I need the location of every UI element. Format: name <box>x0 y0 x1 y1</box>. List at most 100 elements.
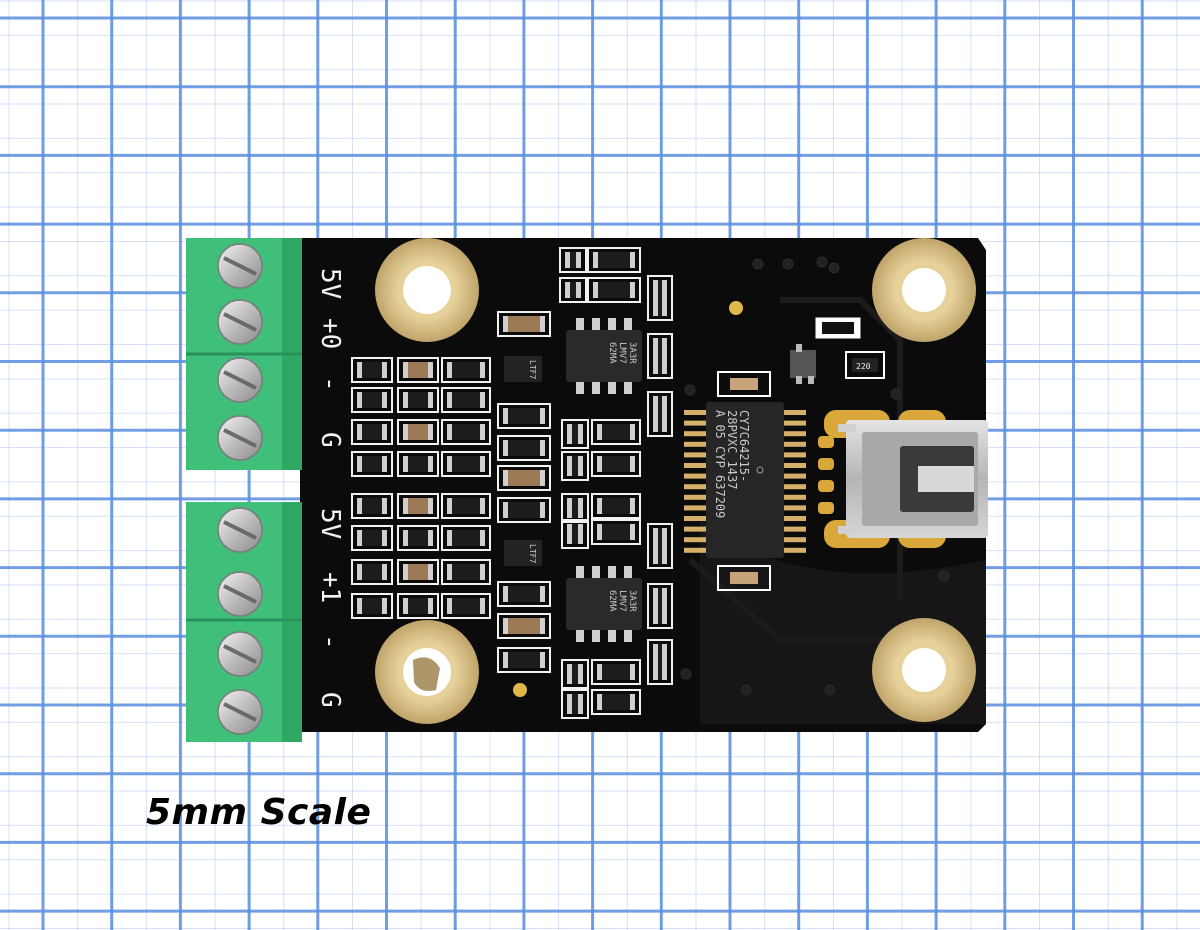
main-chip-line2: 28PVXC 1437 <box>725 410 739 489</box>
chip-pin <box>782 494 806 500</box>
main-chip-line1: CY7C64215- <box>737 410 751 482</box>
smd-component <box>591 519 641 545</box>
pcb-via <box>782 258 794 270</box>
chip-pin <box>684 516 708 521</box>
chip-pin <box>684 473 708 479</box>
smd-component <box>441 493 491 519</box>
smd-component <box>441 525 491 551</box>
capacitor-near-chip-bottom <box>717 565 771 591</box>
smd-component <box>591 451 641 477</box>
chip-pin <box>608 630 616 642</box>
smd-component <box>497 613 551 639</box>
smd-component <box>497 403 551 429</box>
smd-component <box>587 247 641 273</box>
chip-pin <box>782 526 806 532</box>
chip-pin <box>684 494 708 500</box>
chip-pin <box>592 630 600 642</box>
smd-component <box>559 277 587 303</box>
pcb-via <box>890 388 902 400</box>
chip-pin <box>684 484 708 490</box>
smd-component <box>647 391 673 437</box>
smd-component <box>351 419 393 445</box>
chip-pin <box>782 420 806 426</box>
smd-component <box>441 357 491 383</box>
chip-pin <box>592 382 600 394</box>
pcb-vias <box>513 256 950 697</box>
small-resistor-label: 220 <box>856 362 871 371</box>
smd-component <box>441 387 491 413</box>
silkscreen-terminal-labels: 5V +0 - G 5V +1 - G <box>315 268 345 708</box>
smd-component <box>559 247 587 273</box>
amp-chip-bottom-line1: 3A3R <box>627 590 637 612</box>
silk-label-bottom-minus: - <box>315 634 345 650</box>
screw-terminal-icon <box>217 571 263 617</box>
chip-pin <box>684 431 708 437</box>
smd-component <box>561 689 589 719</box>
smd-component <box>647 333 673 379</box>
screw-terminal-icon <box>217 631 263 677</box>
chip-pin <box>782 516 806 521</box>
chip-pin <box>624 630 632 642</box>
pcb-via <box>816 256 828 268</box>
chip-pin <box>782 463 806 468</box>
smd-component <box>397 559 439 585</box>
capacitor-near-chip-top <box>717 371 771 397</box>
smd-component <box>351 493 393 519</box>
pcb-via <box>752 258 764 270</box>
smd-component <box>647 275 673 321</box>
smd-component <box>591 659 641 685</box>
pcb-via <box>513 683 527 697</box>
smd-component <box>591 689 641 715</box>
amp-chip-bottom-line2: LMV7 <box>617 590 627 612</box>
chip-pin <box>782 452 806 458</box>
regulator-chip-bottom: LTF7 <box>504 540 542 566</box>
small-resistor-near-usb: 220 <box>845 351 885 379</box>
main-chip: CY7C64215- 28PVXC 1437 A 05 CYP 637209 <box>684 402 806 558</box>
amp-chip-bottom: 3A3R LMV7 62MA <box>566 566 642 642</box>
smd-component <box>497 311 551 337</box>
pcb-via <box>828 262 840 274</box>
transistor <box>790 344 816 384</box>
silk-label-bottom-g: G <box>315 692 345 708</box>
passive-components <box>351 247 673 719</box>
pcb-via <box>938 570 950 582</box>
smd-component <box>497 497 551 523</box>
chip-pin <box>684 547 708 553</box>
amp-chip-top-line3: 62MA <box>607 342 617 364</box>
chip-pin <box>684 463 708 468</box>
smd-component <box>497 581 551 607</box>
chip-pin <box>782 441 806 447</box>
smd-component <box>647 523 673 569</box>
smd-component <box>441 451 491 477</box>
smd-component <box>397 451 439 477</box>
chip-pin <box>782 505 806 511</box>
silk-label-top-minus: - <box>315 376 345 392</box>
silk-label-top-g: G <box>315 432 345 448</box>
smd-component <box>441 559 491 585</box>
main-chip-line3: A 05 CYP 637209 <box>713 410 727 518</box>
smd-component <box>561 419 589 449</box>
smd-component <box>397 593 439 619</box>
mini-usb-connector-icon <box>818 410 988 548</box>
chip-pin <box>624 566 632 578</box>
smd-component <box>591 493 641 519</box>
smd-component <box>351 525 393 551</box>
pcb-via <box>680 668 692 680</box>
smd-component <box>647 583 673 629</box>
chip-pin <box>576 318 584 330</box>
amp-chip-top: 3A3R LMV7 62MA <box>566 318 642 394</box>
chip-pin <box>684 420 708 426</box>
diode <box>815 317 861 339</box>
chip-pin <box>684 441 708 447</box>
chip-pin <box>576 566 584 578</box>
chip-pin <box>782 431 806 437</box>
screw-terminals <box>217 243 263 735</box>
amp-chip-bottom-line3: 62MA <box>607 590 617 612</box>
silk-label-bottom-plus: +1 <box>315 572 345 603</box>
mounting-hole-bottom-right <box>872 618 976 722</box>
pcb-via <box>729 301 743 315</box>
mounting-hole-bottom-left <box>375 620 479 724</box>
screw-terminal-icon <box>217 299 263 345</box>
